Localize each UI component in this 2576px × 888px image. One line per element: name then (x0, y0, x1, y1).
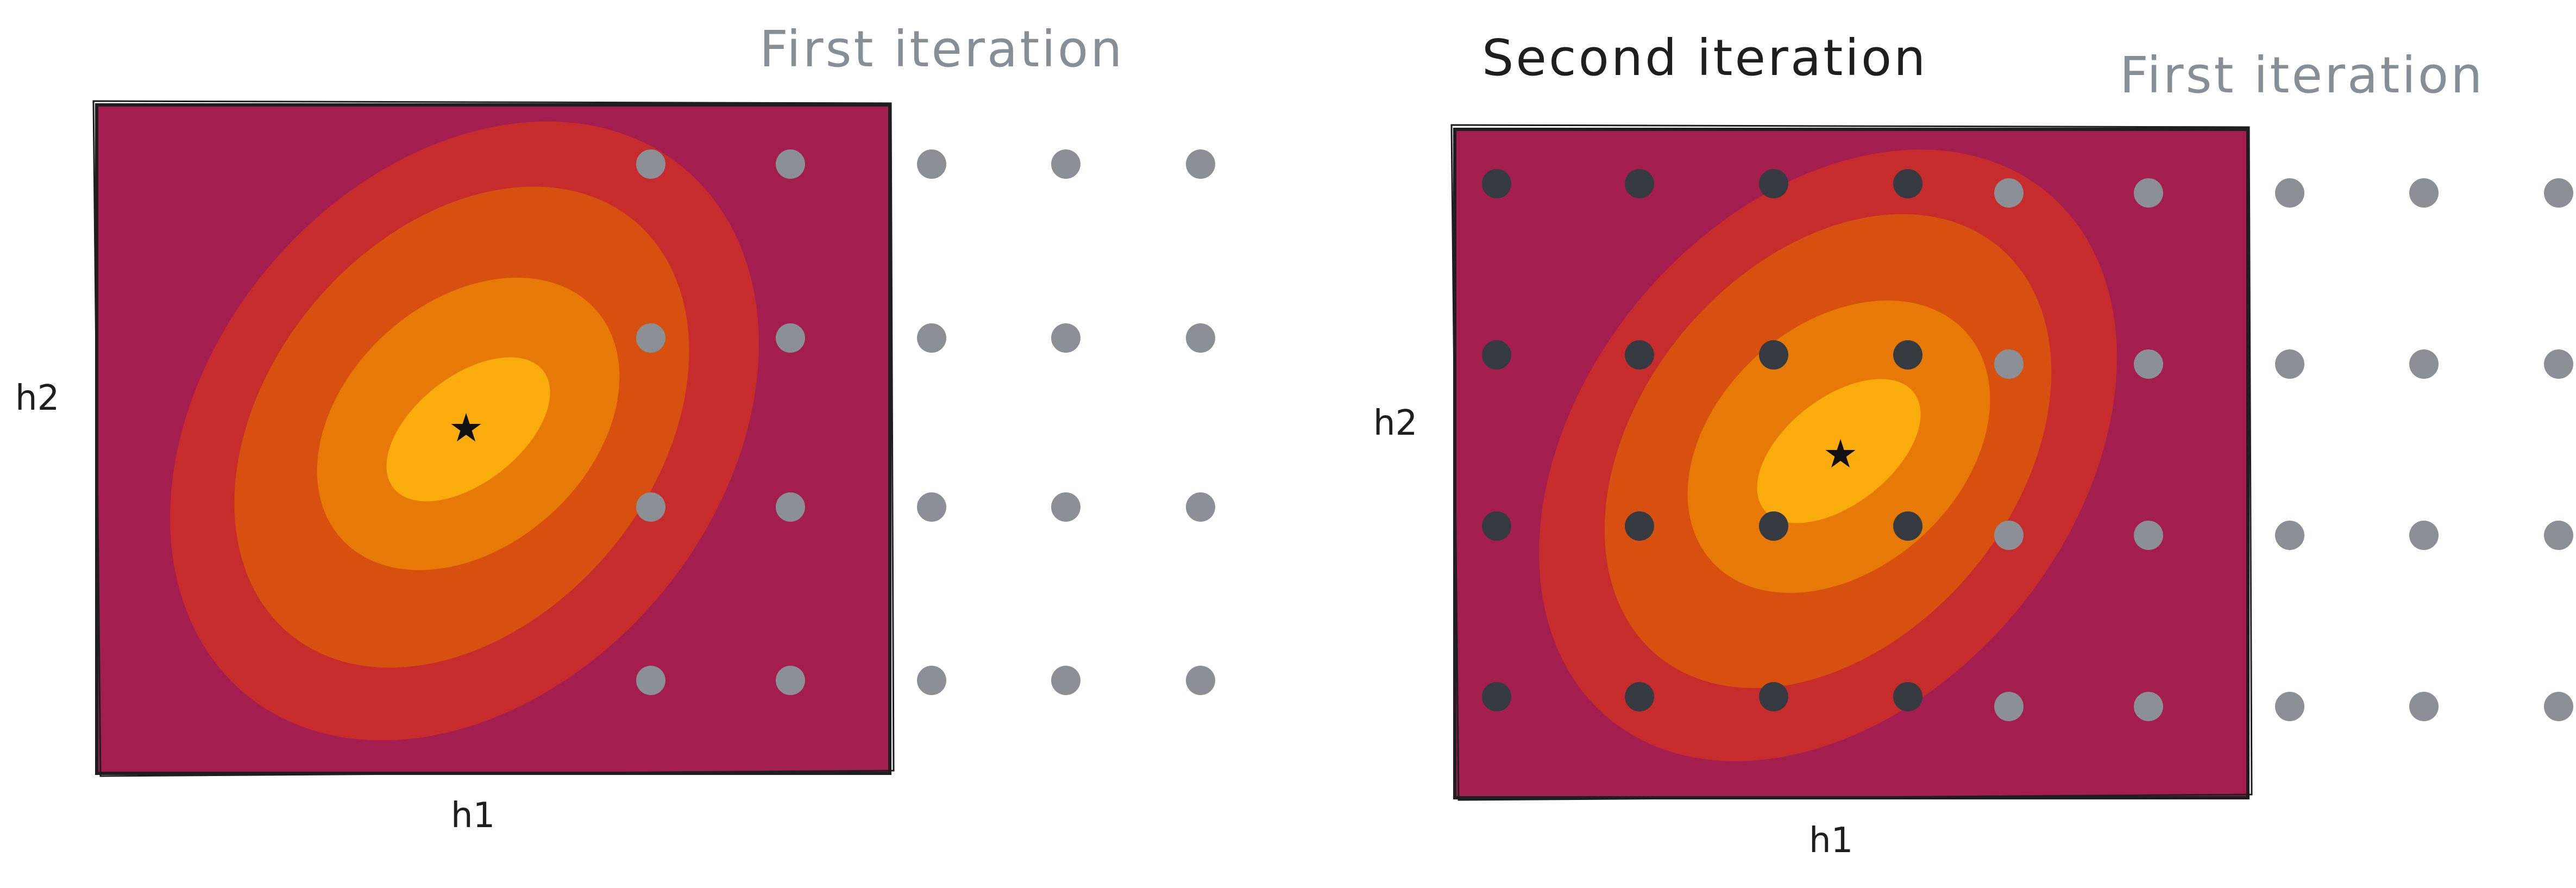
right-first-iteration-point-r2-c3 (2275, 349, 2304, 379)
right-first-iteration-point-r1-c5 (2544, 178, 2573, 208)
right-first-iteration-point-r4-c1 (1994, 692, 2024, 721)
right-x-axis-label: h1 (1809, 821, 1853, 861)
right-frame-sketch-line (1450, 124, 2253, 801)
right-first-iteration-point-r4-c3 (2275, 692, 2304, 721)
right-second-iteration-point-r3-c4 (1893, 511, 1922, 541)
left-first-iteration-point-r1-c5 (1186, 149, 1215, 179)
right-first-iteration-point-r3-c5 (2544, 521, 2573, 550)
left-panel: First iteration ★ h2 h1 (15, 20, 1215, 836)
right-second-iteration-point-r2-c3 (1759, 340, 1788, 370)
right-first-iteration-title: First iteration (2120, 46, 2485, 104)
right-optimum-star: ★ (1823, 431, 1858, 477)
right-second-iteration-point-r4-c3 (1759, 682, 1788, 711)
left-frame-sketch-line (92, 100, 895, 777)
right-first-iteration-point-r1-c2 (2134, 178, 2163, 208)
left-x-axis-label: h1 (451, 796, 495, 836)
left-first-iteration-point-r1-c3 (917, 149, 946, 179)
right-second-iteration-point-r1-c1 (1482, 169, 1511, 198)
right-second-iteration-point-r4-c4 (1893, 682, 1922, 711)
right-second-iteration-point-r2-c4 (1893, 340, 1922, 370)
right-first-iteration-point-r1-c4 (2409, 178, 2439, 208)
left-first-iteration-point-r2-c3 (917, 323, 946, 353)
left-contour-4 (386, 357, 550, 502)
right-second-iteration-point-r3-c3 (1759, 511, 1788, 541)
left-y-axis-label: h2 (15, 378, 59, 418)
right-second-iteration-point-r1-c4 (1893, 169, 1922, 198)
left-first-iteration-title: First iteration (759, 20, 1124, 78)
right-grid-first-iteration (1994, 178, 2573, 721)
left-first-iteration-point-r3-c3 (917, 492, 946, 522)
left-first-iteration-point-r4-c5 (1186, 666, 1215, 695)
left-first-iteration-point-r1-c4 (1051, 149, 1080, 179)
right-second-iteration-point-r2-c1 (1482, 340, 1511, 370)
right-second-iteration-point-r1-c2 (1625, 169, 1654, 198)
left-first-iteration-point-r2-c4 (1051, 323, 1080, 353)
left-first-iteration-point-r2-c5 (1186, 323, 1215, 353)
right-second-iteration-point-r1-c3 (1759, 169, 1788, 198)
left-first-iteration-point-r3-c2 (776, 492, 805, 522)
right-first-iteration-point-r4-c4 (2409, 692, 2439, 721)
left-first-iteration-point-r2-c2 (776, 323, 805, 353)
right-first-iteration-point-r2-c5 (2544, 349, 2573, 379)
right-first-iteration-point-r3-c3 (2275, 521, 2304, 550)
right-first-iteration-point-r3-c1 (1994, 521, 2024, 550)
right-contour-4 (1757, 379, 1921, 523)
right-second-iteration-point-r4-c1 (1482, 682, 1511, 711)
left-first-iteration-point-r3-c1 (636, 492, 665, 522)
right-heatmap (1455, 129, 2248, 798)
left-grid-first-iteration (636, 149, 1215, 695)
left-first-iteration-point-r4-c2 (776, 666, 805, 695)
left-optimum-star: ★ (449, 405, 484, 451)
right-first-iteration-point-r4-c5 (2544, 692, 2573, 721)
right-grid-second-iteration (1482, 169, 1922, 711)
left-first-iteration-point-r3-c5 (1186, 492, 1215, 522)
left-first-iteration-point-r4-c4 (1051, 666, 1080, 695)
right-second-iteration-title: Second iteration (1482, 29, 1927, 87)
right-first-iteration-point-r4-c2 (2134, 692, 2163, 721)
left-first-iteration-point-r1-c1 (636, 149, 665, 179)
right-first-iteration-point-r1-c3 (2275, 178, 2304, 208)
right-second-iteration-point-r3-c2 (1625, 511, 1654, 541)
left-first-iteration-point-r1-c2 (776, 149, 805, 179)
right-first-iteration-point-r3-c4 (2409, 521, 2439, 550)
left-first-iteration-point-r3-c4 (1051, 492, 1080, 522)
right-first-iteration-point-r2-c4 (2409, 349, 2439, 379)
right-first-iteration-point-r1-c1 (1994, 178, 2024, 208)
right-first-iteration-point-r3-c2 (2134, 521, 2163, 550)
left-first-iteration-point-r4-c1 (636, 666, 665, 695)
left-first-iteration-point-r2-c1 (636, 323, 665, 353)
right-second-iteration-point-r3-c1 (1482, 511, 1511, 541)
right-panel: Second iteration First iteration ★ h2 h1 (1373, 29, 2573, 861)
right-y-axis-label: h2 (1373, 403, 1417, 443)
left-first-iteration-point-r4-c3 (917, 666, 946, 695)
right-second-iteration-point-r4-c2 (1625, 682, 1654, 711)
right-second-iteration-point-r2-c2 (1625, 340, 1654, 370)
right-first-iteration-point-r2-c1 (1994, 349, 2024, 379)
right-first-iteration-point-r2-c2 (2134, 349, 2163, 379)
left-heatmap (97, 105, 890, 773)
